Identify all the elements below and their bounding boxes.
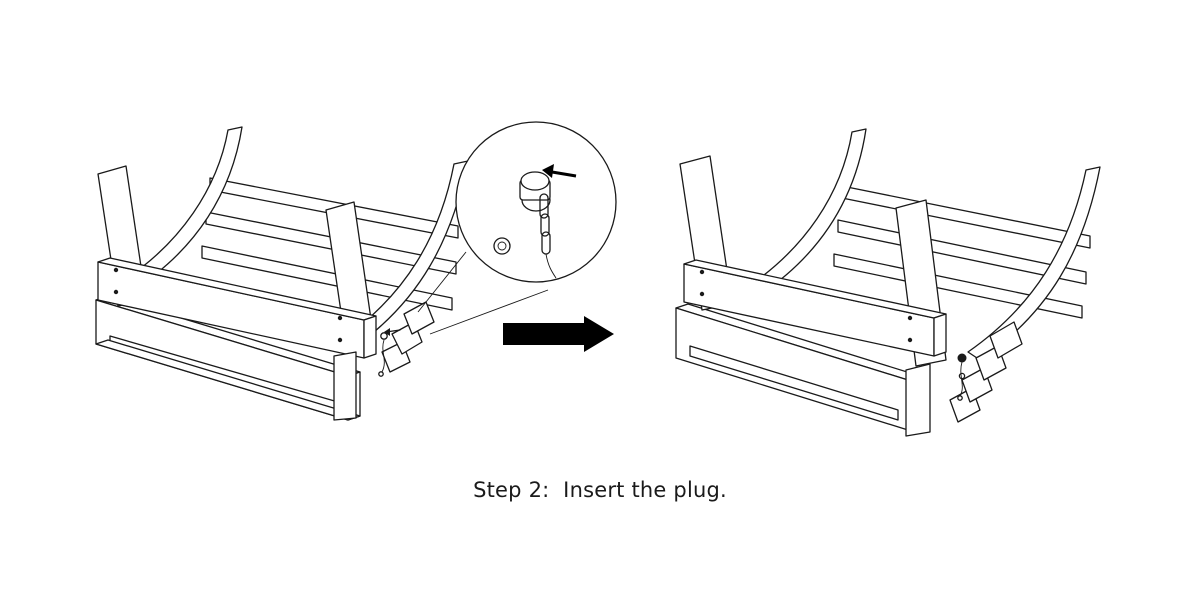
chain-icon <box>539 193 557 279</box>
seat-slat-steps <box>381 301 435 373</box>
plug-icon <box>519 171 551 212</box>
step-instruction: Insert the plug. <box>563 478 727 502</box>
chair-after-illustration <box>675 128 1101 437</box>
right-arrow-icon <box>503 316 614 352</box>
detail-magnifier <box>417 121 617 335</box>
side-post <box>905 363 931 437</box>
chair-before-illustration <box>95 126 469 421</box>
hinge-plug-inserted <box>957 353 967 401</box>
side-post <box>333 351 357 421</box>
seat-slat-steps <box>949 321 1023 423</box>
front-rail <box>683 259 947 357</box>
base-frame <box>675 303 921 431</box>
mount-hole-icon <box>493 237 511 255</box>
step-label: Step 2: <box>473 478 550 502</box>
step-caption: Step 2: Insert the plug. <box>0 478 1200 502</box>
hinge-plug-small <box>378 332 388 377</box>
left-arrow-icon <box>542 164 577 178</box>
front-rail <box>97 257 377 359</box>
